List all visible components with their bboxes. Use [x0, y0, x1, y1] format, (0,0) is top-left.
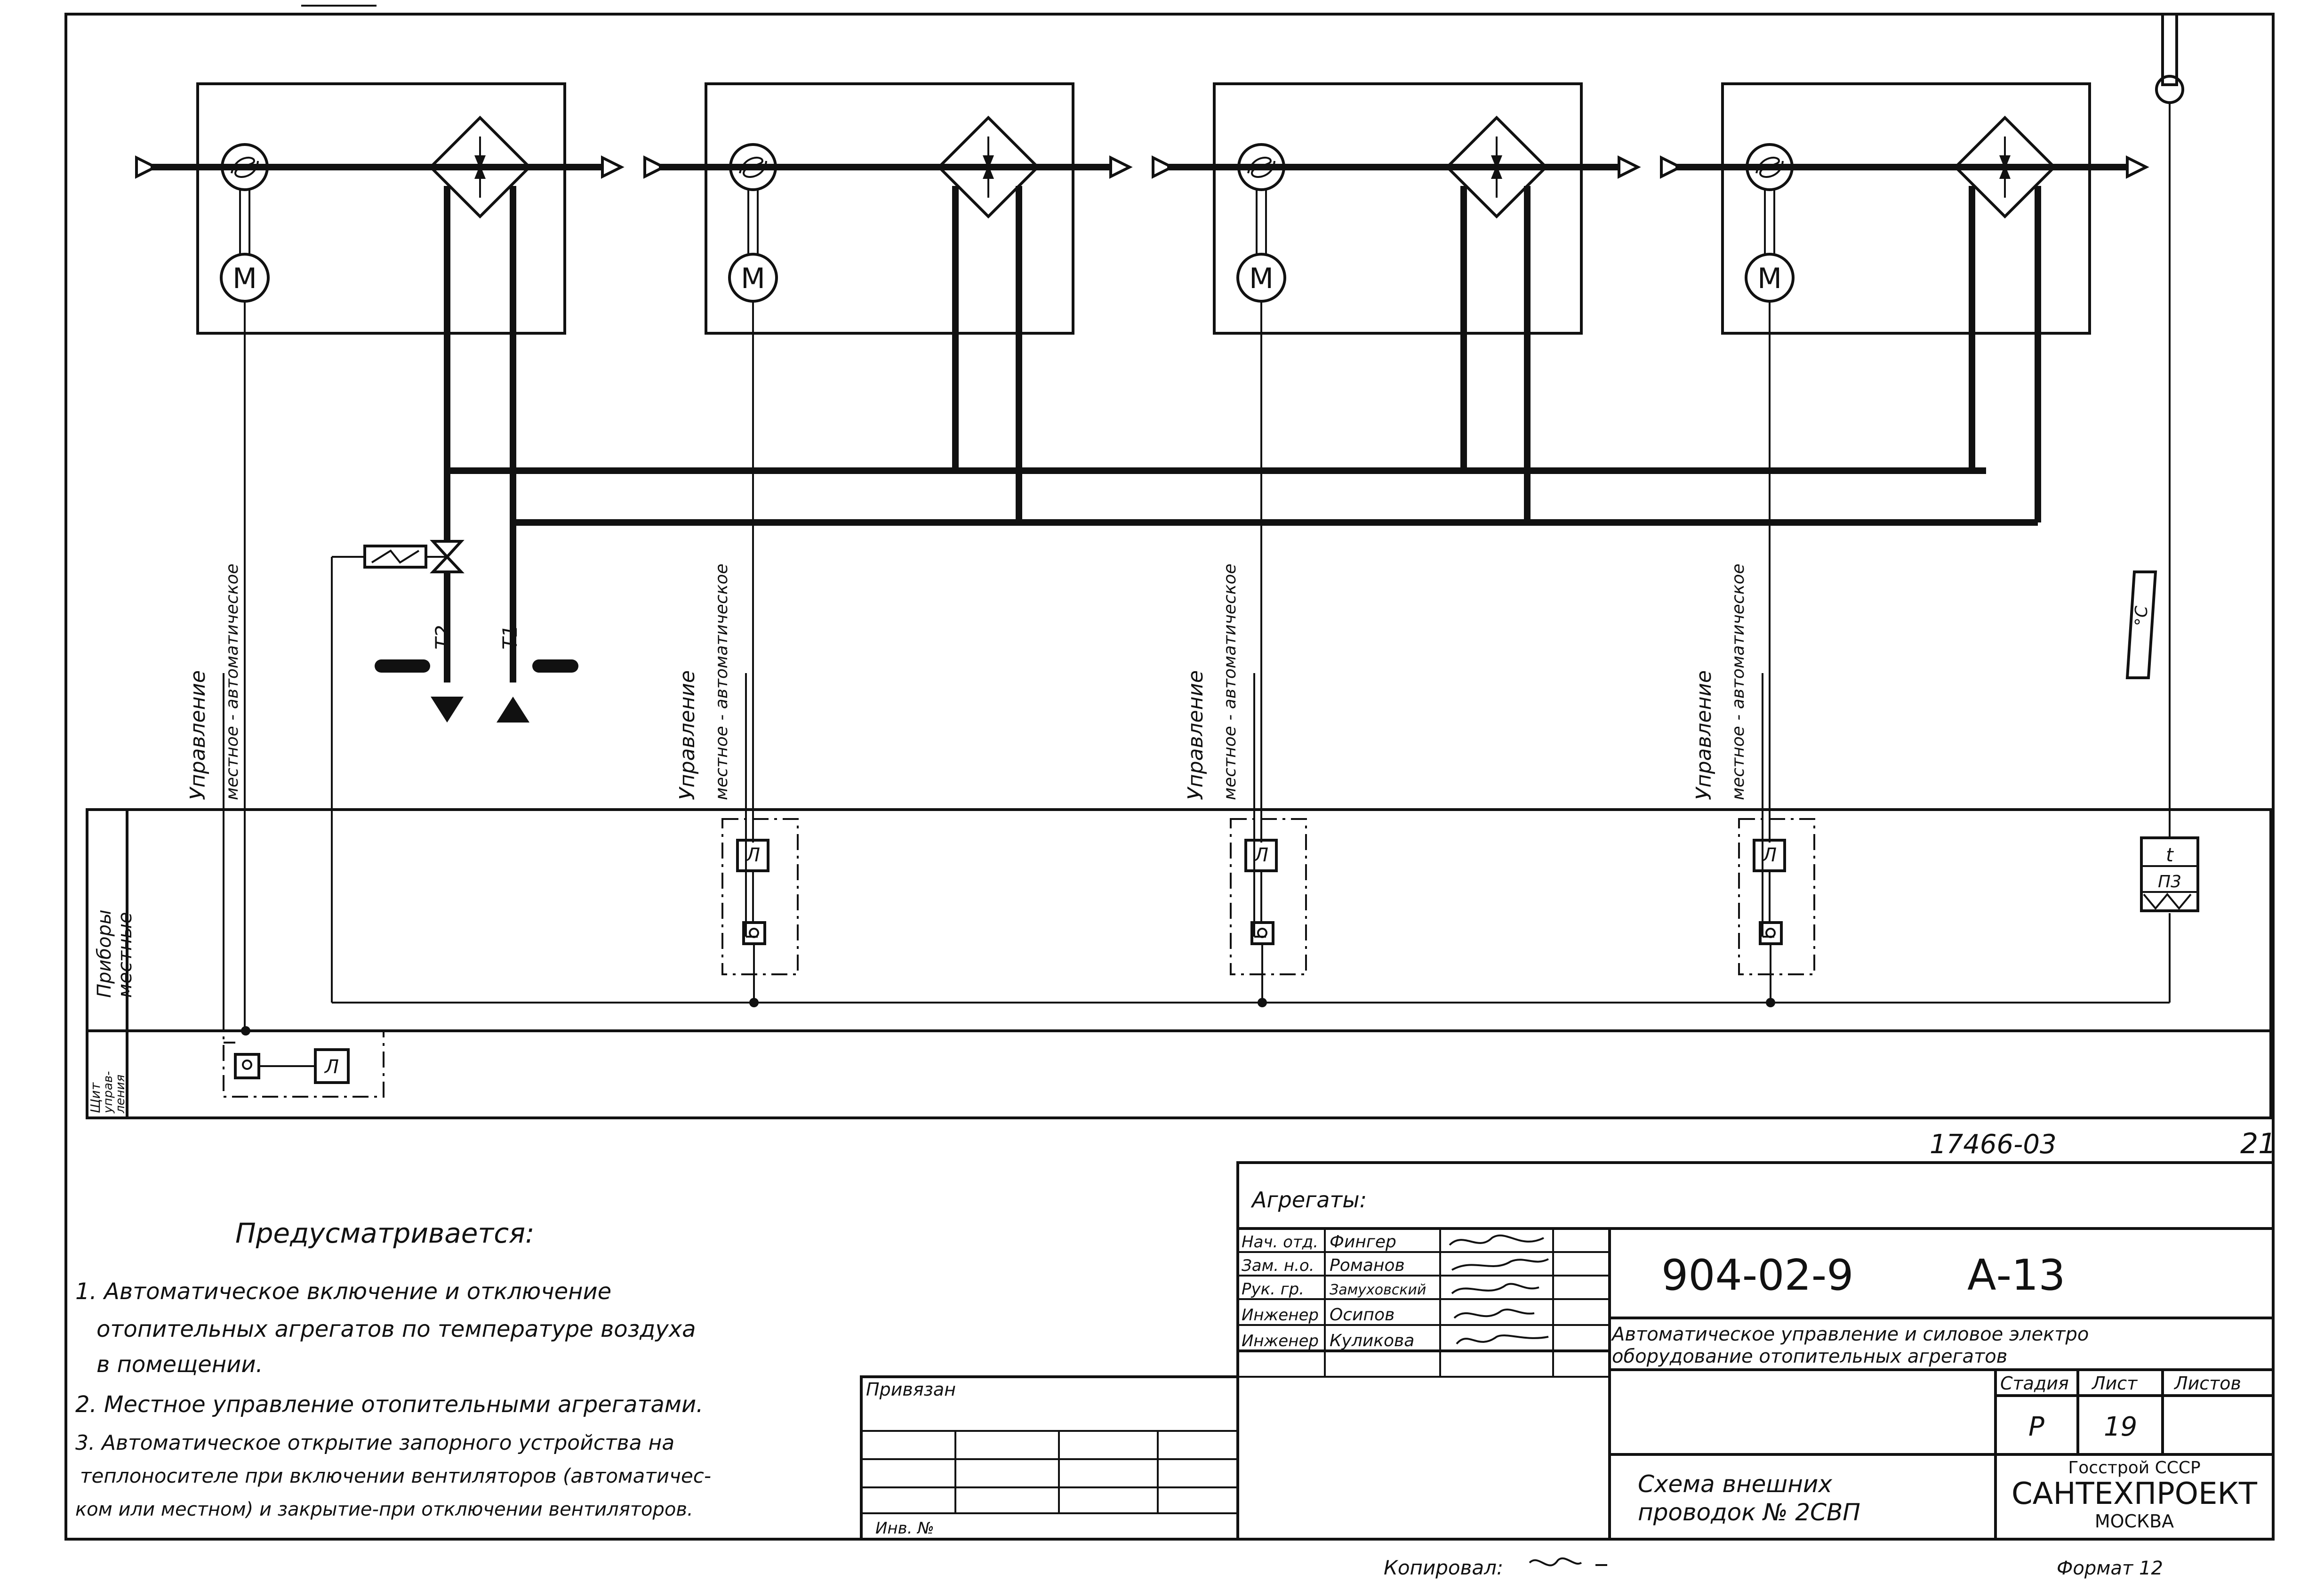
sheets-header: Листов [2173, 1373, 2241, 1394]
control-panel-devices-unit-1: Л [223, 301, 385, 1098]
signatory-name-3: Замуховский [1330, 1282, 1426, 1298]
local-devices-unit-2: Л [721, 301, 799, 1007]
signatory-role-3: Рук. гр. [1242, 1280, 1304, 1299]
title-block: Агрегаты: Нач. отд. Фингер Зам. н.о. Ром… [860, 1161, 2275, 1541]
note-line-7: ком или местном) и закрытие-при отключен… [75, 1499, 693, 1520]
signatory-role-1: Нач. отд. [1242, 1233, 1318, 1252]
note-line-4: 2. Местное управление отопительными агре… [75, 1391, 703, 1418]
sheet-value: 19 [2104, 1412, 2137, 1442]
panel-rows [86, 808, 2272, 1119]
org-line-2: САНТЕХПРОЕКТ [2011, 1477, 2258, 1511]
format-label: Формат 12 [2057, 1558, 2163, 1579]
title-line-1: Автоматическое управление и силовое элек… [1611, 1324, 2089, 1345]
drawing-title-line-1: Схема внешних [1638, 1470, 1832, 1498]
relay-label: Л [324, 1056, 339, 1078]
local-devices-unit-4: Л [1738, 301, 1815, 1007]
svg-text:местное - автоматическое: местное - автоматическое [223, 563, 242, 800]
row-label-control-panel: Щит управ- ления [88, 1071, 128, 1114]
heating-unit-2: M [643, 82, 1133, 335]
signatory-role-5: Инженер [1242, 1332, 1319, 1350]
temperature-sensor: °С [2125, 13, 2184, 838]
heating-unit-3: M [1152, 82, 1641, 335]
org-line-1: Госстрой СССР [2068, 1458, 2200, 1478]
control-mode-label-4: Управление местное - автоматическое [1692, 563, 1748, 800]
svg-text:Управление: Управление [675, 670, 699, 800]
local-devices-unit-3: Л [1230, 301, 1307, 1007]
signatory-name-2: Романов [1330, 1256, 1405, 1275]
title-line-2: оборудование отопительных агрегатов [1612, 1346, 2007, 1367]
pipe-label-return: Т2 [431, 625, 454, 650]
sheet-code: А-13 [1967, 1251, 2066, 1300]
motor-label: M [1757, 262, 1782, 295]
copied-label: Копировал: [1384, 1556, 1503, 1579]
signatory-role-4: Инженер [1242, 1306, 1319, 1325]
relay-label: Л [745, 844, 760, 866]
signatory-role-2: Зам. н.о. [1242, 1256, 1314, 1275]
project-code: 904-02-9 [1661, 1251, 1854, 1300]
sheet-header: Лист [2091, 1373, 2138, 1394]
note-line-5: 3. Автоматическое открытие запорного уст… [75, 1431, 674, 1455]
svg-text:Щит: Щит [88, 1082, 103, 1113]
stage-header: Стадия [2000, 1373, 2069, 1394]
note-line-6: теплоносителе при включении вентиляторов… [80, 1464, 711, 1487]
relay-label: Л [1762, 844, 1777, 866]
note-line-3: в помещении. [96, 1351, 263, 1378]
pipe-network: Т2 Т1 [331, 186, 2041, 1003]
control-mode-label-3: Управление местное - автоматическое [1184, 563, 1240, 800]
signatures [1449, 1234, 1549, 1345]
sensor-unit-label: °С [2132, 605, 2151, 626]
signatory-name-1: Фингер [1330, 1232, 1396, 1252]
page-number: 21 [2240, 1127, 2276, 1160]
svg-text:Приборы: Приборы [94, 909, 115, 998]
notes-block: Предусматривается: 1. Автоматическое вкл… [75, 1217, 711, 1520]
motor-label: M [1249, 262, 1274, 295]
note-line-1: 1. Автоматическое включение и отключение [75, 1278, 611, 1305]
thermostat-device: t П3 [2140, 836, 2199, 912]
note-line-2: отопительных агрегатов по температуре во… [96, 1316, 696, 1342]
control-mode-label-2: Управление местное - автоматическое [675, 563, 731, 800]
notes-heading: Предусматривается: [235, 1217, 535, 1249]
svg-text:Управление: Управление [1184, 670, 1208, 800]
svg-text:ления: ления [113, 1075, 128, 1114]
document-number: 17466-03 [1930, 1129, 2057, 1160]
thermostat-code-label: П3 [2158, 872, 2181, 891]
control-mode-label-1: Управление местное - автоматическое [186, 563, 242, 800]
row-label-local-devices: Приборы местные [94, 909, 136, 998]
heating-unit-1: M [135, 82, 625, 335]
aggregates-label: Агрегаты: [1250, 1187, 1367, 1213]
copier-signature [1529, 1557, 1607, 1566]
svg-text:местное - автоматическое: местное - автоматическое [712, 563, 731, 800]
svg-text:местное - автоматическое: местное - автоматическое [1729, 563, 1748, 800]
drawing-title-line-2: проводок № 2СВП [1638, 1499, 1860, 1526]
thermostat-t-label: t [2166, 844, 2174, 866]
motor-label: M [232, 262, 257, 295]
svg-text:местные: местные [114, 912, 136, 998]
org-line-3: МОСКВА [2095, 1511, 2174, 1532]
relay-label: Л [1253, 844, 1268, 866]
heating-unit-4: M [1660, 82, 2149, 335]
pipe-label-supply: Т1 [498, 625, 521, 650]
signatory-name-5: Куликова [1330, 1331, 1414, 1350]
svg-text:местное - автоматическое: местное - автоматическое [1220, 563, 1240, 800]
inv-label: Инв. № [875, 1519, 934, 1538]
sheet-frame [64, 13, 2275, 1541]
signatory-name-4: Осипов [1330, 1305, 1394, 1325]
svg-text:Управление: Управление [186, 670, 210, 800]
motor-label: M [741, 262, 765, 295]
svg-text:Управление: Управление [1692, 670, 1716, 800]
stage-value: Р [2028, 1412, 2044, 1442]
bound-label: Привязан [866, 1379, 956, 1400]
svg-text:управ-: управ- [101, 1071, 115, 1114]
